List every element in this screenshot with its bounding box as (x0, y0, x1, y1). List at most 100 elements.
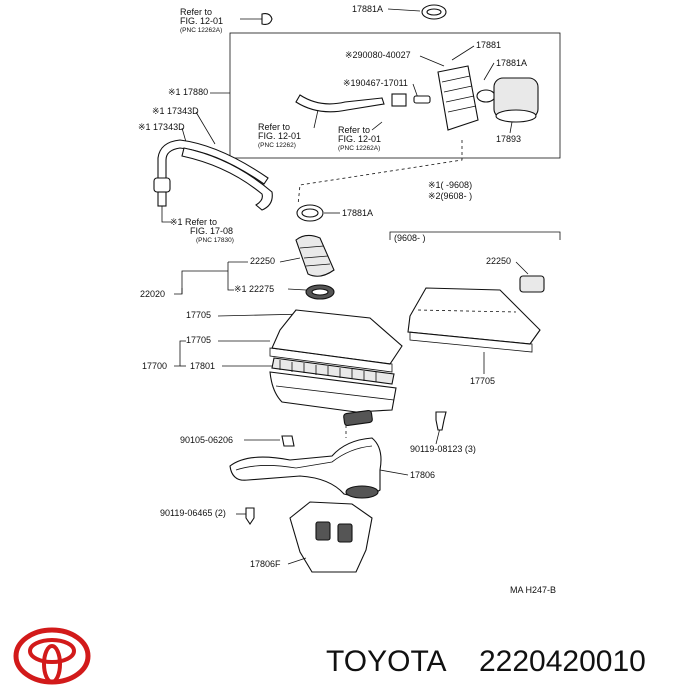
part-pcv-hose-1 (157, 139, 269, 185)
label-22250-right: 22250 (486, 256, 511, 266)
part-intake-duct-seam (235, 445, 373, 471)
part-grommet-inner (311, 288, 329, 296)
label-refer-top-1: Refer to (180, 7, 212, 17)
label-22275: ※1 22275 (234, 284, 274, 294)
leader-refer-lower (161, 206, 172, 223)
toyota-logo (13, 627, 91, 685)
brand-name: TOYOTA (326, 645, 447, 678)
label-17705-a: 17705 (186, 310, 211, 320)
label-range-9608: (9608- ) (394, 233, 426, 243)
part-bolt-left (281, 435, 295, 447)
label-refer-mid-left-3: (PNC 12262) (258, 142, 296, 149)
leader-17705-a (217, 313, 307, 317)
label-17893: 17893 (496, 134, 521, 144)
leader-90119-08123 (435, 427, 441, 445)
part-air-flow-meter-ribs (299, 245, 331, 267)
part-clip-top (261, 13, 273, 25)
leader-17881 (451, 45, 475, 61)
label-290080: ※290080-40027 (345, 50, 411, 60)
top-refer-group: Refer to FIG. 12-01 (PNC 12262A) (180, 7, 273, 34)
label-refer-mid-left-2: FIG. 12-01 (258, 131, 301, 141)
label-22250-left: 22250 (250, 256, 275, 266)
label-17881A-box: 17881A (496, 58, 527, 68)
label-17700: 17700 (142, 361, 167, 371)
label-17881A-top: 17881A (352, 4, 383, 14)
leader-17343D-a (195, 111, 216, 145)
part-cover-right-detail (417, 309, 517, 313)
label-diagram-code: MA H247-B (510, 585, 556, 595)
leader-17806F (287, 557, 307, 565)
part-vent-hose (295, 94, 385, 113)
leader-17806 (379, 469, 409, 476)
part-clamp-box (476, 89, 496, 103)
label-17705-right: 17705 (470, 376, 495, 386)
part-cleaner-cover-rim (269, 347, 393, 373)
bracket-17700-top (174, 340, 186, 367)
part-resonator-window-1 (315, 521, 331, 541)
part-cover-right-rim (409, 331, 533, 353)
part-cleaner-cover (271, 309, 403, 365)
leader-refer-mid-left (313, 109, 319, 129)
leader-22275 (287, 288, 307, 291)
label-22020: 22020 (140, 289, 165, 299)
label-refer-top-2: FIG. 12-01 (180, 16, 223, 26)
leader-17881A-top (387, 8, 421, 12)
label-refer-mid-right-3: (PNC 12262A) (338, 145, 380, 152)
leader-22020 (174, 270, 228, 295)
part-hose-clamp-mid-inner (301, 208, 319, 218)
part-filter-element (271, 357, 395, 385)
label-17343D-a: ※1 17343D (152, 106, 199, 116)
part-hose-clamp-top-inner (426, 8, 442, 16)
label-refer-mid-left-1: Refer to (258, 122, 290, 132)
part-cleaner-case-line (275, 385, 395, 401)
part-resonator-bottom-body (289, 501, 373, 573)
part-air-flow-meter (295, 234, 335, 277)
part-bolt-right (435, 411, 447, 431)
part-intake-hose-ribs (441, 75, 477, 113)
leader-17343D-b (181, 127, 187, 143)
label-90105: 90105-06206 (180, 435, 233, 445)
label-refer-lower-1: ※1 Refer to (170, 217, 217, 227)
detail-box (229, 32, 561, 159)
part-valve-stem (157, 191, 167, 207)
dashed-guide-top (297, 140, 463, 206)
label-refer-mid-right-1: Refer to (338, 125, 370, 135)
logo-outer-ellipse (13, 627, 91, 685)
label-refer-mid-right-2: FIG. 12-01 (338, 134, 381, 144)
leader-17881A-box (483, 62, 495, 81)
label-note-1: ※1( -9608) (428, 180, 472, 190)
part-intake-duct (229, 437, 382, 497)
label-17806: 17806 (410, 470, 435, 480)
part-valve-body (153, 177, 171, 193)
label-90119-08123: 90119-08123 (3) (410, 444, 476, 454)
part-resonator-bottom (495, 109, 537, 123)
label-refer-top-3: (PNC 12262A) (180, 27, 222, 34)
label-note-2: ※2(9608- ) (428, 191, 472, 201)
part-pcv-hose-2 (181, 147, 273, 211)
top-17881A-group: 17881A (352, 4, 447, 20)
label-refer-lower-3: (PNC 17830) (196, 237, 234, 244)
label-17705-b: 17705 (186, 335, 211, 345)
label-190467: ※190467-17011 (343, 78, 408, 88)
label-90119-06465: 90119-06465 (2) (160, 508, 226, 518)
part-filter-pleats (279, 360, 377, 382)
part-number: 2220420010 (479, 645, 646, 678)
logo-horizontal-ellipse (28, 638, 76, 664)
part-pcv-valve (413, 95, 431, 104)
label-17806F: 17806F (250, 559, 281, 569)
logo-vertical-ellipse (42, 644, 62, 684)
label-17881A-mid: 17881A (342, 208, 373, 218)
part-intake-hose (437, 65, 479, 131)
inset-bracket (389, 231, 561, 240)
leader-17893 (509, 121, 513, 134)
part-intake-duct-outlet (345, 485, 379, 499)
label-17880: ※1 17880 (168, 87, 208, 97)
bracket-22020 (227, 262, 234, 291)
label-17801: 17801 (190, 361, 215, 371)
leader-refer-mid-right (371, 121, 383, 131)
leader-290080 (419, 55, 445, 67)
part-resonator-window-2 (337, 523, 353, 543)
label-17881: 17881 (476, 40, 501, 50)
part-sensor-right (519, 275, 545, 293)
